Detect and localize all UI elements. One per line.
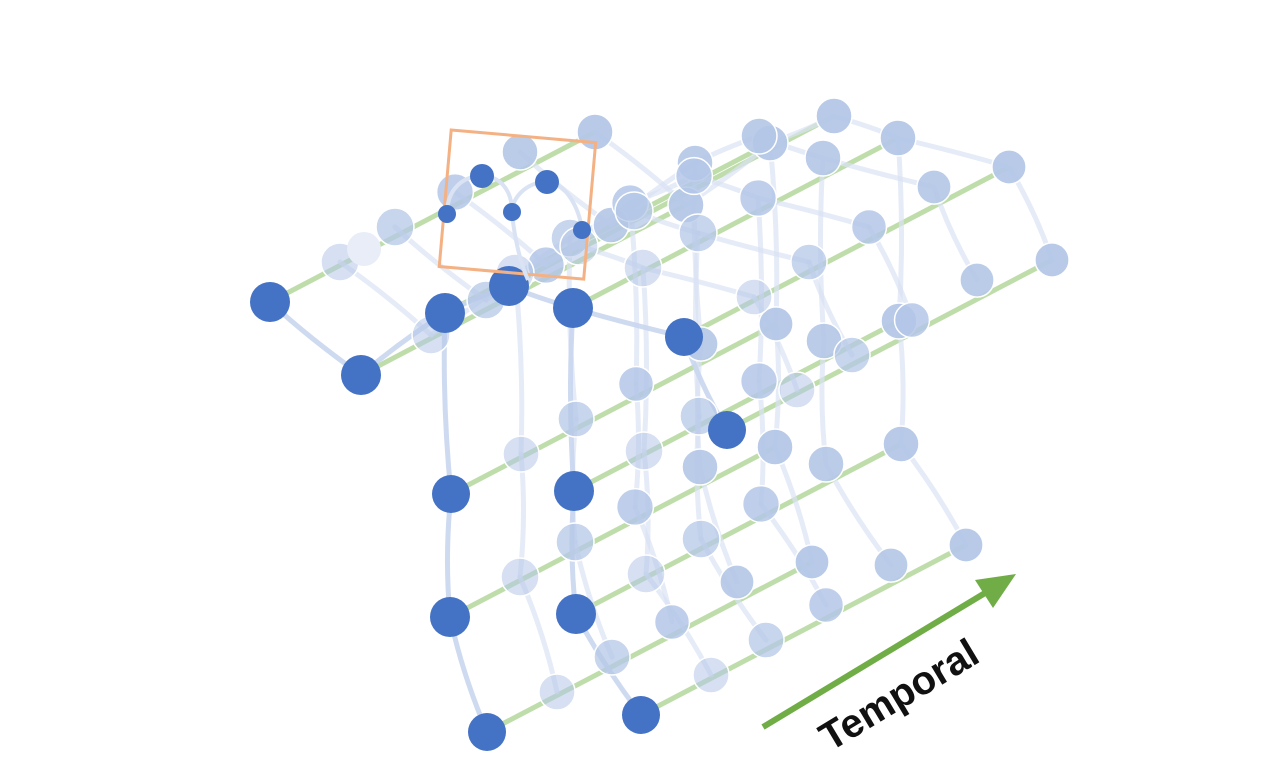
joint-past [850, 208, 888, 246]
joint-past [741, 484, 781, 524]
joint-past [738, 178, 778, 218]
joint-past [882, 425, 920, 463]
joint-past [873, 547, 909, 583]
joint-current [432, 475, 470, 513]
joint-past [681, 519, 721, 559]
joint-past [1034, 242, 1070, 278]
highlight-box [437, 128, 598, 281]
joint-past [747, 621, 785, 659]
joint-current [425, 293, 465, 333]
joint-past [538, 673, 576, 711]
joint-past [740, 117, 778, 155]
temporal-edge [639, 542, 968, 718]
joint-past [991, 149, 1027, 185]
joint-past [959, 262, 995, 298]
hand-joint [503, 203, 521, 221]
skeleton-bone [767, 140, 780, 327]
joint-past [557, 400, 595, 438]
joint-past [692, 656, 730, 694]
joint-current [665, 318, 703, 356]
joint-past [735, 278, 773, 316]
joint-past [807, 586, 845, 624]
joint-past [375, 207, 415, 247]
joint-past [502, 435, 540, 473]
joint-past [778, 371, 816, 409]
skeleton-bone [640, 265, 650, 454]
joint-past [615, 487, 655, 527]
joint-past [674, 156, 714, 196]
joint-current [553, 288, 593, 328]
joint-past [790, 243, 828, 281]
joint-past [623, 248, 663, 288]
joint-past [756, 428, 794, 466]
joint-current [556, 594, 596, 634]
joint-current [554, 471, 594, 511]
skeleton-bone [567, 305, 577, 494]
joint-current [341, 355, 381, 395]
temporal-label: Temporal [812, 631, 986, 760]
hand-joint [470, 164, 494, 188]
joint-current [250, 282, 290, 322]
temporal-edge [682, 164, 1011, 340]
temporal-edge [485, 559, 814, 735]
joint-past [624, 431, 664, 471]
joint-past [739, 361, 779, 401]
skeleton-bone [895, 135, 905, 324]
temporal-edges [268, 113, 1054, 735]
joint-current [347, 232, 381, 266]
joint-current [489, 266, 529, 306]
arrow-icon [761, 587, 992, 730]
joint-past [681, 448, 719, 486]
hand-joint [438, 205, 456, 223]
skeleton-joints [250, 97, 1070, 751]
temporal-edge [725, 257, 1054, 433]
joint-past [948, 527, 984, 563]
joint-past [833, 336, 871, 374]
joint-past [893, 301, 931, 339]
joint-current [468, 713, 506, 751]
joint-past [614, 191, 654, 231]
joint-past [593, 638, 631, 676]
joint-past [758, 306, 794, 342]
joint-past [653, 603, 691, 641]
joint-past [626, 554, 666, 594]
joint-current [708, 411, 746, 449]
joint-past [807, 445, 845, 483]
arrow-head [975, 574, 1016, 608]
hand-joint [535, 170, 559, 194]
joint-past [617, 365, 655, 403]
joint-past [500, 557, 540, 597]
joint-past [501, 133, 539, 171]
temporal-arrow: Temporal [761, 574, 1016, 760]
joint-past [804, 139, 842, 177]
joint-current [430, 597, 470, 637]
hand-subgraph [438, 164, 591, 281]
joint-past [815, 97, 853, 135]
hand-joint [573, 221, 591, 239]
temporal-edge [449, 321, 778, 497]
joint-past [719, 564, 755, 600]
joint-past [794, 544, 830, 580]
joint-past [916, 169, 952, 205]
joint-past [555, 522, 595, 562]
joint-current [622, 696, 660, 734]
joint-past [879, 119, 917, 157]
joint-past [678, 213, 718, 253]
